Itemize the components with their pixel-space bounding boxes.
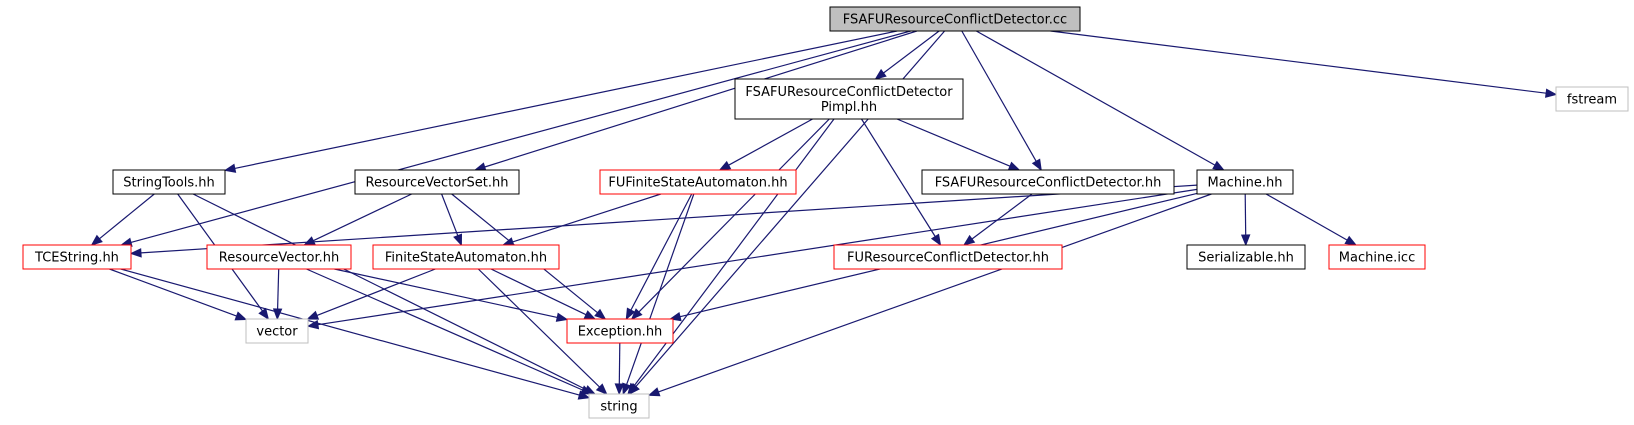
edge-stringtools-to-string <box>192 193 597 395</box>
node-exception[interactable]: Exception.hh <box>566 318 674 344</box>
edge-pimpl-to-fufsa <box>718 118 813 171</box>
node-box <box>1328 244 1426 270</box>
edge-machine-to-string <box>647 193 1212 397</box>
node-label: string <box>600 400 637 415</box>
edge-fufsa-to-string <box>622 193 695 396</box>
node-box <box>112 169 226 195</box>
node-label: ResourceVector.hh <box>219 251 339 266</box>
node-box <box>921 169 1175 195</box>
node-label: vector <box>256 325 298 340</box>
edge-fsa-to-exception <box>490 268 597 320</box>
node-box <box>1196 169 1294 195</box>
edge-machine-to-machineicc <box>1265 193 1358 246</box>
edge-exception-to-string <box>614 342 625 396</box>
edge-rvset-to-fsa <box>441 193 463 247</box>
node-box <box>833 244 1063 270</box>
node-box <box>588 393 650 419</box>
edge-root-to-machine <box>976 30 1225 171</box>
edge-tcestring-to-string <box>120 268 591 400</box>
node-fsa[interactable]: FiniteStateAutomaton.hh <box>372 244 560 270</box>
edge-fsa-to-vector <box>306 268 436 320</box>
edge-fufsa-to-fsa <box>501 193 662 247</box>
node-label: Exception.hh <box>578 325 663 340</box>
edge-stringtools-to-tcestring <box>90 193 155 246</box>
edge-pimpl-to-exception <box>630 118 830 320</box>
node-label: Machine.hh <box>1207 176 1282 191</box>
edge-root-to-fstream <box>1050 30 1558 98</box>
node-label: ResourceVectorSet.hh <box>366 176 509 191</box>
node-label: FUFiniteStateAutomaton.hh <box>608 176 787 191</box>
node-string[interactable]: string <box>588 393 650 419</box>
node-label: FSAFUResourceConflictDetector.hh <box>935 176 1162 191</box>
node-root[interactable]: FSAFUResourceConflictDetector.cc <box>829 6 1081 32</box>
node-machine[interactable]: Machine.hh <box>1196 169 1294 195</box>
edge-machine-to-tcestring <box>129 184 1198 258</box>
edge-root-to-fsafurcd <box>961 30 1042 172</box>
node-label: StringTools.hh <box>123 176 214 191</box>
node-box <box>566 318 674 344</box>
edge-root-to-tcestring <box>119 30 911 247</box>
edge-rvector-to-string <box>306 268 593 395</box>
node-label: Serializable.hh <box>1198 251 1294 266</box>
edge-tcestring-to-vector <box>109 268 248 321</box>
node-box <box>734 78 964 120</box>
node-tcestring[interactable]: TCEString.hh <box>22 244 132 270</box>
node-furcd[interactable]: FUResourceConflictDetector.hh <box>833 244 1063 270</box>
node-box <box>206 244 352 270</box>
node-label: FiniteStateAutomaton.hh <box>385 251 547 266</box>
node-fsafurcd[interactable]: FSAFUResourceConflictDetector.hh <box>921 169 1175 195</box>
node-fstream[interactable]: fstream <box>1555 86 1629 112</box>
node-label: Machine.icc <box>1339 251 1415 266</box>
node-label: FSAFUResourceConflictDetector <box>745 85 953 100</box>
node-machineicc[interactable]: Machine.icc <box>1328 244 1426 270</box>
node-label: FSAFUResourceConflictDetector.cc <box>843 13 1067 28</box>
node-box <box>354 169 520 195</box>
edge-fufsa-to-exception <box>625 193 693 321</box>
edge-pimpl-to-furcd <box>860 118 942 247</box>
edge-root-to-pimpl <box>874 30 940 80</box>
node-box <box>599 169 797 195</box>
node-box <box>829 6 1081 32</box>
node-stringtools[interactable]: StringTools.hh <box>112 169 226 195</box>
node-label: fstream <box>1567 93 1617 108</box>
edge-pimpl-to-fsafurcd <box>896 118 1021 171</box>
edge-root-to-stringtools <box>223 30 898 173</box>
node-vector[interactable]: vector <box>245 318 309 344</box>
node-box <box>245 318 309 344</box>
file-nodes: FSAFUResourceConflictDetector.ccFSAFURes… <box>22 6 1629 419</box>
node-fufsa[interactable]: FUFiniteStateAutomaton.hh <box>599 169 797 195</box>
edge-fsa-to-string <box>477 268 608 395</box>
node-rvset[interactable]: ResourceVectorSet.hh <box>354 169 520 195</box>
node-label: FUResourceConflictDetector.hh <box>847 251 1049 266</box>
node-box <box>22 244 132 270</box>
node-label: TCEString.hh <box>34 251 119 266</box>
node-rvector[interactable]: ResourceVector.hh <box>206 244 352 270</box>
node-box <box>1186 244 1306 270</box>
edge-rvset-to-rvector <box>303 193 412 246</box>
node-serializable[interactable]: Serializable.hh <box>1186 244 1306 270</box>
edge-fsafurcd-to-furcd <box>962 193 1033 246</box>
edge-machine-to-serializable <box>1240 193 1251 247</box>
node-box <box>372 244 560 270</box>
node-label: Pimpl.hh <box>821 100 877 115</box>
edge-rvector-to-vector <box>272 268 283 321</box>
node-box <box>1555 86 1629 112</box>
